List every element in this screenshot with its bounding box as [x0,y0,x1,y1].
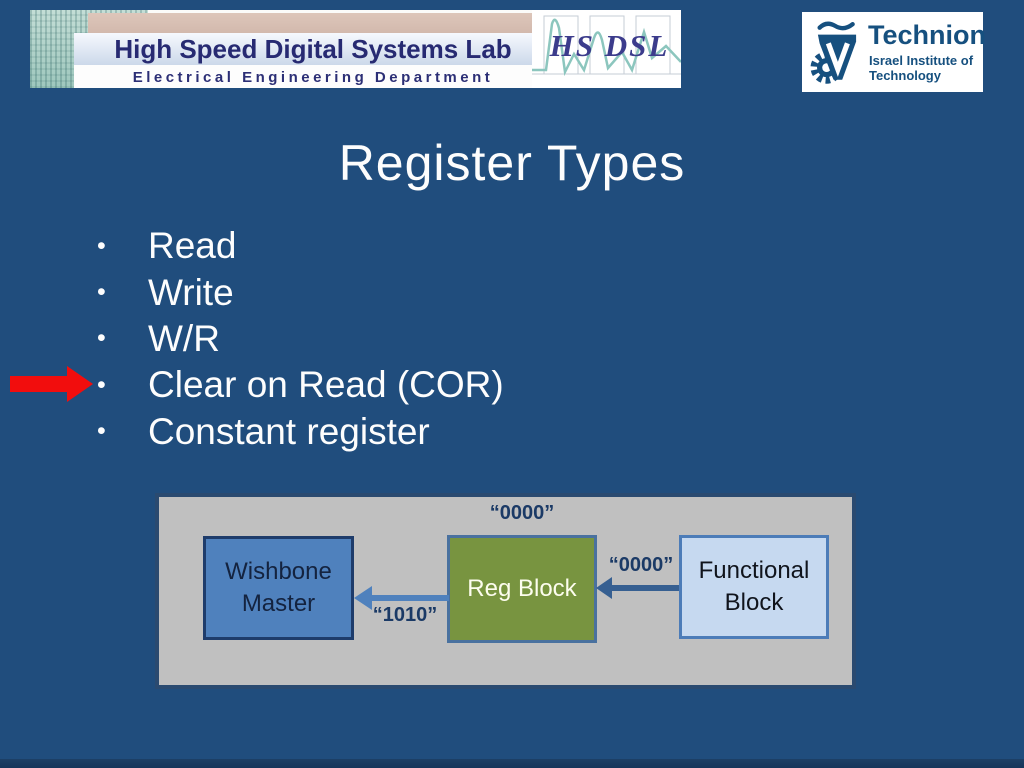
bullet-list: • Read • Write • W/R • Clear on Read (CO… [97,223,504,455]
reg-to-master-arrowhead-icon [354,586,372,610]
functional-block-label-line1: Functional [698,557,810,585]
technion-logo: Technion Israel Institute of Technology [802,12,986,92]
page-title: Register Types [338,135,686,191]
bullet-item: • Clear on Read (COR) [97,362,504,408]
bullet-item: • Write [97,269,504,315]
technion-emblem-icon [810,21,857,84]
functional-to-reg-value-label: “0000” [608,554,674,576]
bullet-icon: • [97,370,106,399]
functional-to-reg-arrowhead-icon [596,577,612,599]
functional-to-reg-arrow [611,585,679,591]
bullet-item: • Constant register [97,409,504,455]
diagram-panel: “0000” Wishbone Master Reg Block Functio… [155,493,856,689]
technion-name: Technion [868,20,986,50]
banner-subtitle: Electrical Engineering Department [132,68,494,86]
banner-subtitle-band: Electrical Engineering Department [74,65,552,88]
wishbone-master-block: Wishbone Master [203,536,354,640]
banner-logo-text: HS DSL [549,28,670,63]
wishbone-master-label-line1: Wishbone [225,558,332,586]
waveform-icon [532,15,681,77]
bullet-label: W/R [148,317,220,359]
bullet-icon: • [97,324,106,353]
reg-block: Reg Block [447,535,597,643]
technion-subtitle-line2: Technology [869,68,941,83]
bullet-item: • Read [97,223,504,269]
reg-output-value-label: “0000” [489,502,555,524]
bottom-edge-strip [0,759,1024,768]
reg-block-label: Reg Block [467,575,577,603]
banner-title: High Speed Digital Systems Lab [114,33,512,64]
bullet-item: • W/R [97,316,504,362]
bullet-label: Clear on Read (COR) [148,364,504,406]
bullet-icon: • [97,417,106,446]
banner-top-strip [88,13,533,34]
red-arrow-icon [10,366,94,402]
functional-block-label-line2: Block [724,589,784,616]
banner-title-band: High Speed Digital Systems Lab [74,33,552,65]
red-arrow-head [67,366,93,402]
wishbone-master-label-line2: Master [241,590,316,617]
reg-to-master-value-label: “1010” [372,604,438,626]
functional-block: Functional Block [679,535,829,639]
technion-subtitle-line1: Israel Institute of [869,53,974,68]
bullet-icon: • [97,231,106,260]
red-arrow-shaft [10,376,68,392]
hsdsl-lab-banner: High Speed Digital Systems Lab Electrica… [30,10,681,88]
bullet-label: Write [148,271,234,313]
reg-to-master-arrow [371,595,449,601]
banner-waveform-area: HS DSL [532,10,681,88]
bullet-icon: • [97,278,106,307]
bullet-label: Constant register [148,410,430,452]
bullet-label: Read [148,225,237,267]
